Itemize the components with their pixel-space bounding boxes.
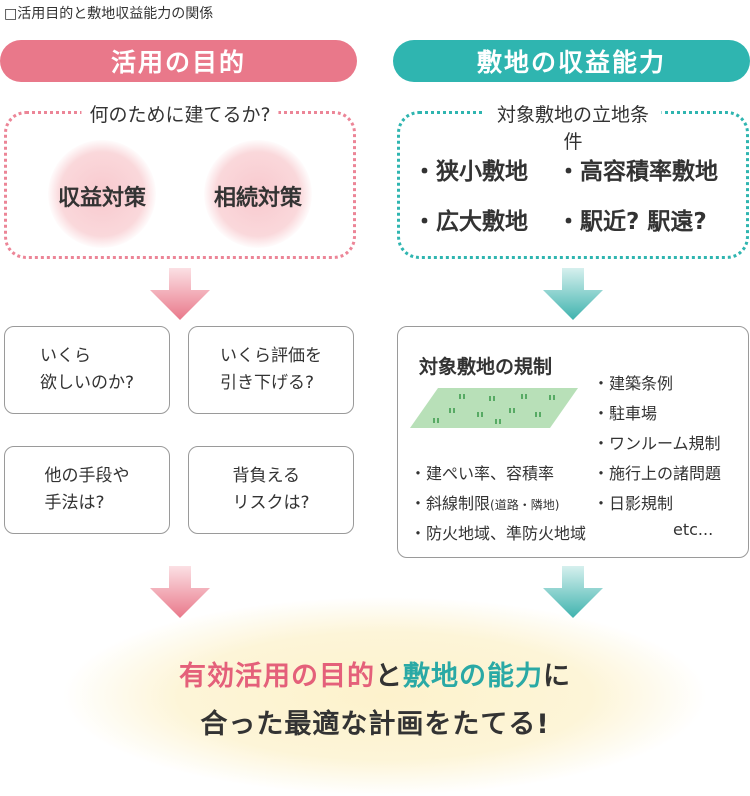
regulations-title: 対象敷地の規制 xyxy=(419,356,553,378)
regulations-box xyxy=(397,326,749,558)
site-conditions-label: 対象敷地の立地条件 xyxy=(484,100,662,154)
down-arrow-teal-1 xyxy=(543,268,603,320)
condition-high-far: ・高容積率敷地 xyxy=(557,159,718,185)
reg-fire-zone: ・防火地域、準防火地域 xyxy=(410,524,587,543)
reg-setback: ・斜線制限(道路・隣地) xyxy=(410,494,560,513)
condition-large: ・広大敷地 xyxy=(413,209,528,235)
inheritance-measure: 相続対策 xyxy=(213,186,303,211)
down-arrow-pink-2 xyxy=(150,566,210,618)
condition-narrow: ・狭小敷地 xyxy=(413,159,528,185)
conclusion-glow xyxy=(60,596,710,796)
conclusion-line-1: 有効活用の目的と敷地の能力に xyxy=(0,654,750,693)
down-arrow-teal-2 xyxy=(543,566,603,618)
conclusion-ability: 敷地の能力 xyxy=(403,661,543,692)
conclusion-purpose: 有効活用の目的 xyxy=(179,661,375,692)
condition-station: ・駅近? 駅遠? xyxy=(557,209,707,235)
inheritance-glow xyxy=(204,140,312,248)
conclusion-and: と xyxy=(375,661,403,692)
conclusion-line-2: 合った最適な計画をたてる! xyxy=(200,709,550,740)
down-arrow-pink-1 xyxy=(150,268,210,320)
conclusion-ni: に xyxy=(543,661,571,692)
reg-parking: ・駐車場 xyxy=(593,404,658,423)
reg-building-ordinance: ・建築条例 xyxy=(593,374,674,393)
reg-setback-note: (道路・隣地) xyxy=(490,498,560,512)
figure-caption: □活用目的と敷地収益能力の関係 xyxy=(4,6,214,22)
question-box-risk: 背負える リスクは? xyxy=(188,446,354,534)
reg-construction-issues: ・施行上の諸問題 xyxy=(593,464,722,483)
reg-one-room: ・ワンルーム規制 xyxy=(593,434,721,453)
income-glow xyxy=(48,140,156,248)
purpose-question: 何のために建てるか? xyxy=(81,100,279,127)
land-plot-icon xyxy=(410,388,578,428)
reg-shadow: ・日影規制 xyxy=(593,494,674,513)
right-header: 敷地の収益能力 xyxy=(393,40,750,82)
question-box-methods: 他の手段や 手法は? xyxy=(4,446,170,534)
income-measure: 収益対策 xyxy=(57,186,147,211)
question-box-valuation: いくら評価を 引き下げる? xyxy=(188,326,354,414)
reg-etc: etc... xyxy=(673,520,714,539)
question-box-amount: いくら 欲しいのか? xyxy=(4,326,170,414)
reg-far: ・建ぺい率、容積率 xyxy=(410,464,555,483)
left-header: 活用の目的 xyxy=(0,40,357,82)
